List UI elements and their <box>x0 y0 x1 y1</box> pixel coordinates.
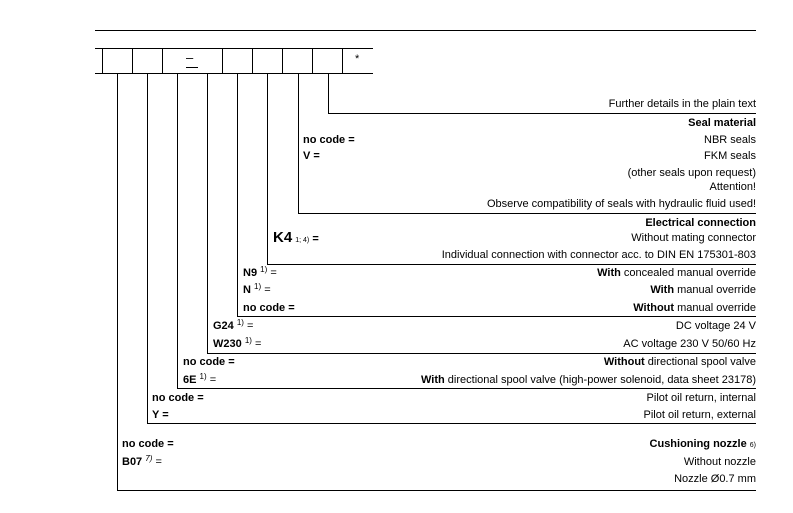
plain-text-note: Further details in the plain text <box>608 98 756 110</box>
cushion-without: Without nozzle <box>683 456 756 468</box>
electrical-title: Electrical connection <box>645 217 756 229</box>
override-without: Without manual override <box>633 302 756 314</box>
override-manual: With manual override <box>650 284 756 296</box>
override-n9-code: N9 1) = <box>243 265 277 280</box>
seal-attention: Attention! <box>709 181 756 193</box>
leader-cushion <box>117 74 118 491</box>
pilot-internal: Pilot oil return, internal <box>646 392 756 404</box>
code-dash: – <box>186 50 194 65</box>
voltage-dc: DC voltage 24 V <box>675 320 756 332</box>
override-n-code: N 1) = <box>243 282 271 297</box>
seal-no-code: no code = <box>303 134 355 146</box>
leader-voltage <box>207 74 208 354</box>
cushion-title: Cushioning nozzle 6) <box>649 438 756 450</box>
spool-6e-code: 6E 1) = <box>183 372 217 387</box>
seal-v-code: V = <box>303 150 320 162</box>
seal-title: Seal material <box>688 117 756 129</box>
leader-plain <box>328 74 329 114</box>
line-plain <box>328 113 756 114</box>
line-cushion <box>117 490 756 491</box>
spool-without: Without directional spool valve <box>603 356 756 368</box>
cushion-nozzle: Nozzle Ø0.7 mm <box>674 473 756 485</box>
cushion-b07-code: B07 7) = <box>122 454 162 469</box>
top-rule <box>95 30 756 31</box>
line-electrical <box>267 264 756 265</box>
code-box-bottom <box>95 73 373 74</box>
code-box-divider <box>282 48 283 74</box>
line-seal <box>298 213 756 214</box>
electrical-without-mating: Without mating connector <box>631 232 756 244</box>
seal-observe: Observe compatibility of seals with hydr… <box>486 198 756 210</box>
voltage-w230-code: W230 1) = <box>213 336 262 351</box>
spool-with: With directional spool valve (high-power… <box>421 374 756 386</box>
line-pilot <box>147 423 756 424</box>
pilot-y-code: Y = <box>152 409 169 421</box>
code-dash-underline <box>186 67 198 68</box>
line-spool <box>177 388 756 389</box>
voltage-g24-code: G24 1) = <box>213 318 254 333</box>
seal-nbr: NBR seals <box>704 134 756 146</box>
voltage-ac: AC voltage 230 V 50/60 Hz <box>623 338 756 350</box>
electrical-k4-code: K4 1; 4) = <box>273 229 319 246</box>
override-concealed: With concealed manual override <box>597 267 756 279</box>
leader-electrical <box>267 74 268 265</box>
line-voltage <box>207 353 756 354</box>
code-box-divider <box>222 48 223 74</box>
leader-seal <box>298 74 299 214</box>
cushion-no-code: no code = <box>122 438 174 450</box>
electrical-individual: Individual connection with connector acc… <box>441 249 756 261</box>
leader-spool <box>177 74 178 389</box>
code-asterisk: * <box>355 53 360 65</box>
seal-fkm: FKM seals <box>704 150 756 162</box>
code-box-divider <box>132 48 133 74</box>
seal-other: (other seals upon request) <box>627 167 756 179</box>
code-box-divider <box>342 48 343 74</box>
spool-no-code: no code = <box>183 356 235 368</box>
code-box-top <box>95 48 373 49</box>
leader-override <box>237 74 238 317</box>
override-no-code: no code = <box>243 302 295 314</box>
line-override <box>237 316 756 317</box>
leader-pilot <box>147 74 148 424</box>
code-box-divider <box>312 48 313 74</box>
code-box-divider <box>162 48 163 74</box>
pilot-no-code: no code = <box>152 392 204 404</box>
pilot-external: Pilot oil return, external <box>643 409 757 421</box>
code-box-divider <box>102 48 103 74</box>
code-box-divider <box>252 48 253 74</box>
